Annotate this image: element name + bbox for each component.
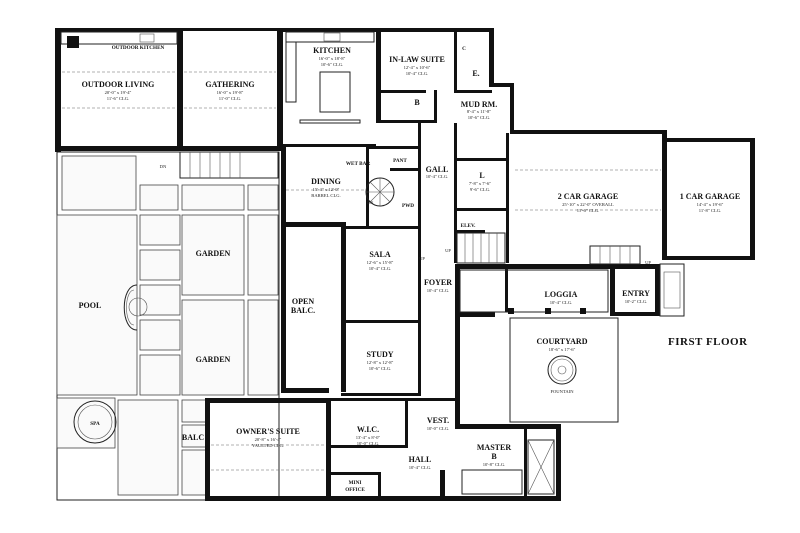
up-gall-label: UP (419, 256, 425, 261)
two-car-garage-dim: 25'-10" x 22'-0" OVERALL (562, 202, 614, 207)
mini-office-label: MINI (349, 480, 362, 486)
master-bath-label: MASTER (477, 443, 511, 452)
gall-clg: 10'-4" CLG. (426, 174, 449, 179)
owners-suite-clg: VAULTED CLG. (252, 443, 284, 448)
mud-room-dim: 8'-4" x 11'-8" (467, 109, 491, 114)
sala-label: SALA (369, 250, 391, 259)
garden-top-label: GARDEN (196, 249, 231, 258)
inlaw-bath-label: B (414, 98, 420, 107)
garden-bottom-bed (181, 299, 245, 396)
wet-bar-label: WET BAR (346, 161, 371, 167)
master-bath-fixtures (461, 439, 555, 495)
mud-room-clg: 10'-6" CLG. (468, 115, 491, 120)
kitchen-label: KITCHEN (313, 46, 351, 55)
entry-porch (659, 263, 685, 317)
outdoor-living-label: OUTDOOR LIVING (82, 80, 155, 89)
outdoor-kitchen-counter (60, 31, 178, 48)
gathering-label: GATHERING (205, 80, 254, 89)
mini-office-label-2: OFFICE (345, 487, 365, 493)
study-clg: 10'-6" CLG. (369, 366, 392, 371)
kitchen-fixtures (285, 31, 375, 124)
vest-clg: 10'-0" CLG. (427, 426, 450, 431)
garden-bottom-label: GARDEN (196, 355, 231, 364)
master-bath-label-2: B (491, 452, 497, 461)
kitchen-clg: 10'-6" CLG. (321, 62, 344, 67)
wic-dim: 13'-4" x 8'-0" (356, 435, 381, 440)
two-car-garage-clg: 11'-6" CLG. (577, 208, 599, 213)
pool-label: POOL (79, 301, 102, 310)
fountain-label: FOUNTAIN (550, 389, 574, 394)
main-stair (456, 232, 506, 264)
spiral-stair (365, 177, 395, 207)
floor-label: FIRST FLOOR (668, 336, 748, 348)
gall-label: GALL (426, 165, 449, 174)
study-label: STUDY (366, 350, 393, 359)
ceiling-beams (62, 71, 661, 471)
outdoor-living-clg: 11'-6" CLG. (107, 96, 129, 101)
kitchen-dim: 16'-0" x 18'-8" (319, 56, 346, 61)
hall-label: HALL (409, 455, 432, 464)
one-car-garage-clg: 11'-8" CLG. (699, 208, 721, 213)
foyer-clg: 10'-4" CLG. (427, 288, 450, 293)
one-car-garage-label: 1 CAR GARAGE (680, 192, 740, 201)
foyer-label: FOYER (424, 278, 452, 287)
dining-label: DINING (311, 177, 341, 186)
room-labels: OUTDOOR KITCHEN OUTDOOR LIVING 20'-0" x … (79, 45, 748, 493)
elev-upper-label: E. (472, 69, 479, 78)
study-dim: 12'-8" x 12'-8" (367, 360, 394, 365)
up-garage-label: UP (445, 248, 451, 253)
entry-clg: 10'-2" CLG. (625, 299, 648, 304)
inlaw-closet-label: C (462, 46, 466, 52)
open-balc-label: OPEN (292, 297, 314, 306)
outdoor-kitchen-label: OUTDOOR KITCHEN (112, 45, 165, 51)
in-law-suite-dim: 12'-4" x 10'-6" (404, 65, 431, 70)
open-balc-label-2: BALC. (291, 306, 315, 315)
laundry-clg: 9'-6" CLG. (470, 187, 490, 192)
balc-label: BALC (182, 433, 204, 442)
spa-label: SPA (90, 421, 100, 427)
laundry-dim: 7'-8" x 7'-6" (469, 181, 491, 186)
elev-label: ELEV. (461, 223, 476, 229)
pantry-label: PANT (393, 158, 407, 164)
in-law-suite-label: IN-LAW SUITE (389, 55, 445, 64)
laundry-label: L (479, 171, 484, 180)
courtyard-label: COURTYARD (537, 337, 588, 346)
outdoor-living-dim: 20'-0" x 19'-4" (105, 90, 132, 95)
master-bath-clg: 10'-8" CLG. (483, 462, 506, 467)
owners-suite-label: OWNER'S SUITE (236, 427, 300, 436)
dining-clg: BARREL CLG. (311, 193, 340, 198)
up-entry-label: UP (645, 260, 651, 265)
garage-stair (589, 245, 641, 265)
hall-clg: 10'-4" CLG. (409, 465, 432, 470)
loggia-columns (459, 269, 609, 314)
in-law-suite-clg: 10'-4" CLG. (406, 71, 429, 76)
sala-clg: 10'-4" CLG. (369, 266, 392, 271)
dn-balcony-label: DN (160, 164, 167, 169)
exterior-walls (55, 28, 755, 501)
entry-label: ENTRY (622, 289, 650, 298)
dining-dim: 15'-4" x 12'-0" (313, 187, 340, 192)
pool (56, 214, 148, 396)
loggia-clg: 10'-4" CLG. (550, 300, 573, 305)
pwd-label: PWD (402, 203, 414, 209)
wic-label: W.I.C. (357, 425, 379, 434)
sala-dim: 12'-6" x 15'-8" (367, 260, 394, 265)
gathering-clg: 11'-0" CLG. (219, 96, 241, 101)
vest-label: VEST. (427, 416, 449, 425)
spa (56, 397, 117, 449)
courtyard (509, 317, 619, 423)
wic-clg: 10'-0" CLG. (357, 441, 380, 446)
owners-suite-dim: 20'-8" x 16'-4" (255, 437, 282, 442)
courtyard-dim: 18'-6" x 17'-6" (549, 347, 576, 352)
dn-stair-label: DN (367, 200, 374, 205)
one-car-garage-dim: 14'-4" x 19'-6" (697, 202, 724, 207)
loggia-label: LOGGIA (545, 290, 578, 299)
garden-terrace (56, 151, 280, 501)
gathering-dim: 16'-0" x 19'-8" (217, 90, 244, 95)
two-car-garage-label: 2 CAR GARAGE (558, 192, 618, 201)
mud-room-label: MUD RM. (461, 100, 497, 109)
garden-top-bed (181, 214, 245, 296)
balcony-stair (179, 151, 279, 179)
